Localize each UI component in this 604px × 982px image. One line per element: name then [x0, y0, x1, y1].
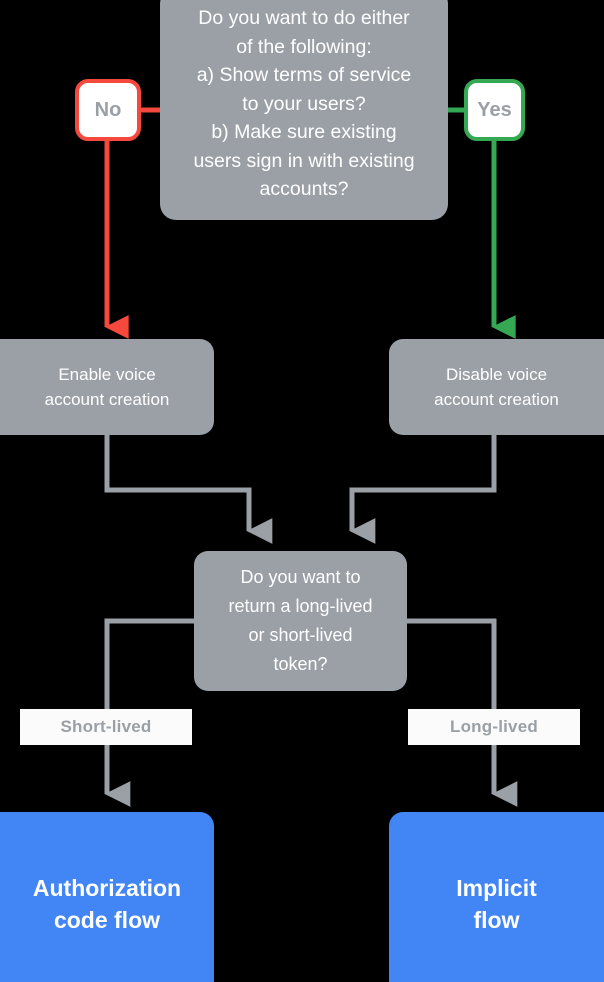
decision-node-text: Do you want to return a long-lived or sh… — [228, 567, 373, 674]
terminal-node-implicit-flow[interactable]: Implicit flow — [389, 812, 604, 982]
edge-disable-to-token-decision — [349, 435, 497, 544]
decision-node-terms-or-existing-users[interactable]: Do you want to do either of the followin… — [160, 0, 448, 220]
edge-label-long-lived-text: Long-lived — [450, 717, 538, 736]
decision-node-text: Do you want to do either of the followin… — [193, 7, 415, 201]
edge-label-yes[interactable]: Yes — [464, 79, 525, 141]
edge-token-to-authorization-code-flow — [104, 618, 194, 807]
edge-enable-to-token-decision — [104, 435, 273, 544]
edge-label-long-lived: Long-lived — [408, 709, 580, 745]
terminal-node-authorization-code-flow[interactable]: Authorization code flow — [0, 812, 214, 982]
edge-label-short-lived-text: Short-lived — [60, 717, 152, 736]
edge-label-yes-text: Yes — [477, 98, 512, 121]
edge-label-no[interactable]: No — [75, 79, 141, 141]
process-node-enable-voice-account-creation[interactable]: Enable voice account creation — [0, 339, 214, 435]
decision-node-token-lifetime[interactable]: Do you want to return a long-lived or sh… — [194, 551, 407, 691]
process-node-disable-voice-account-creation[interactable]: Disable voice account creation — [389, 339, 604, 435]
process-node-text: Disable voice account creation — [434, 365, 559, 409]
edge-token-to-implicit-flow — [407, 618, 518, 807]
process-node-text: Enable voice account creation — [44, 365, 170, 409]
edge-label-short-lived: Short-lived — [20, 709, 192, 745]
terminal-node-text: Authorization code flow — [32, 875, 182, 933]
terminal-node-text: Implicit flow — [456, 875, 537, 933]
edge-label-no-text: No — [94, 98, 122, 121]
